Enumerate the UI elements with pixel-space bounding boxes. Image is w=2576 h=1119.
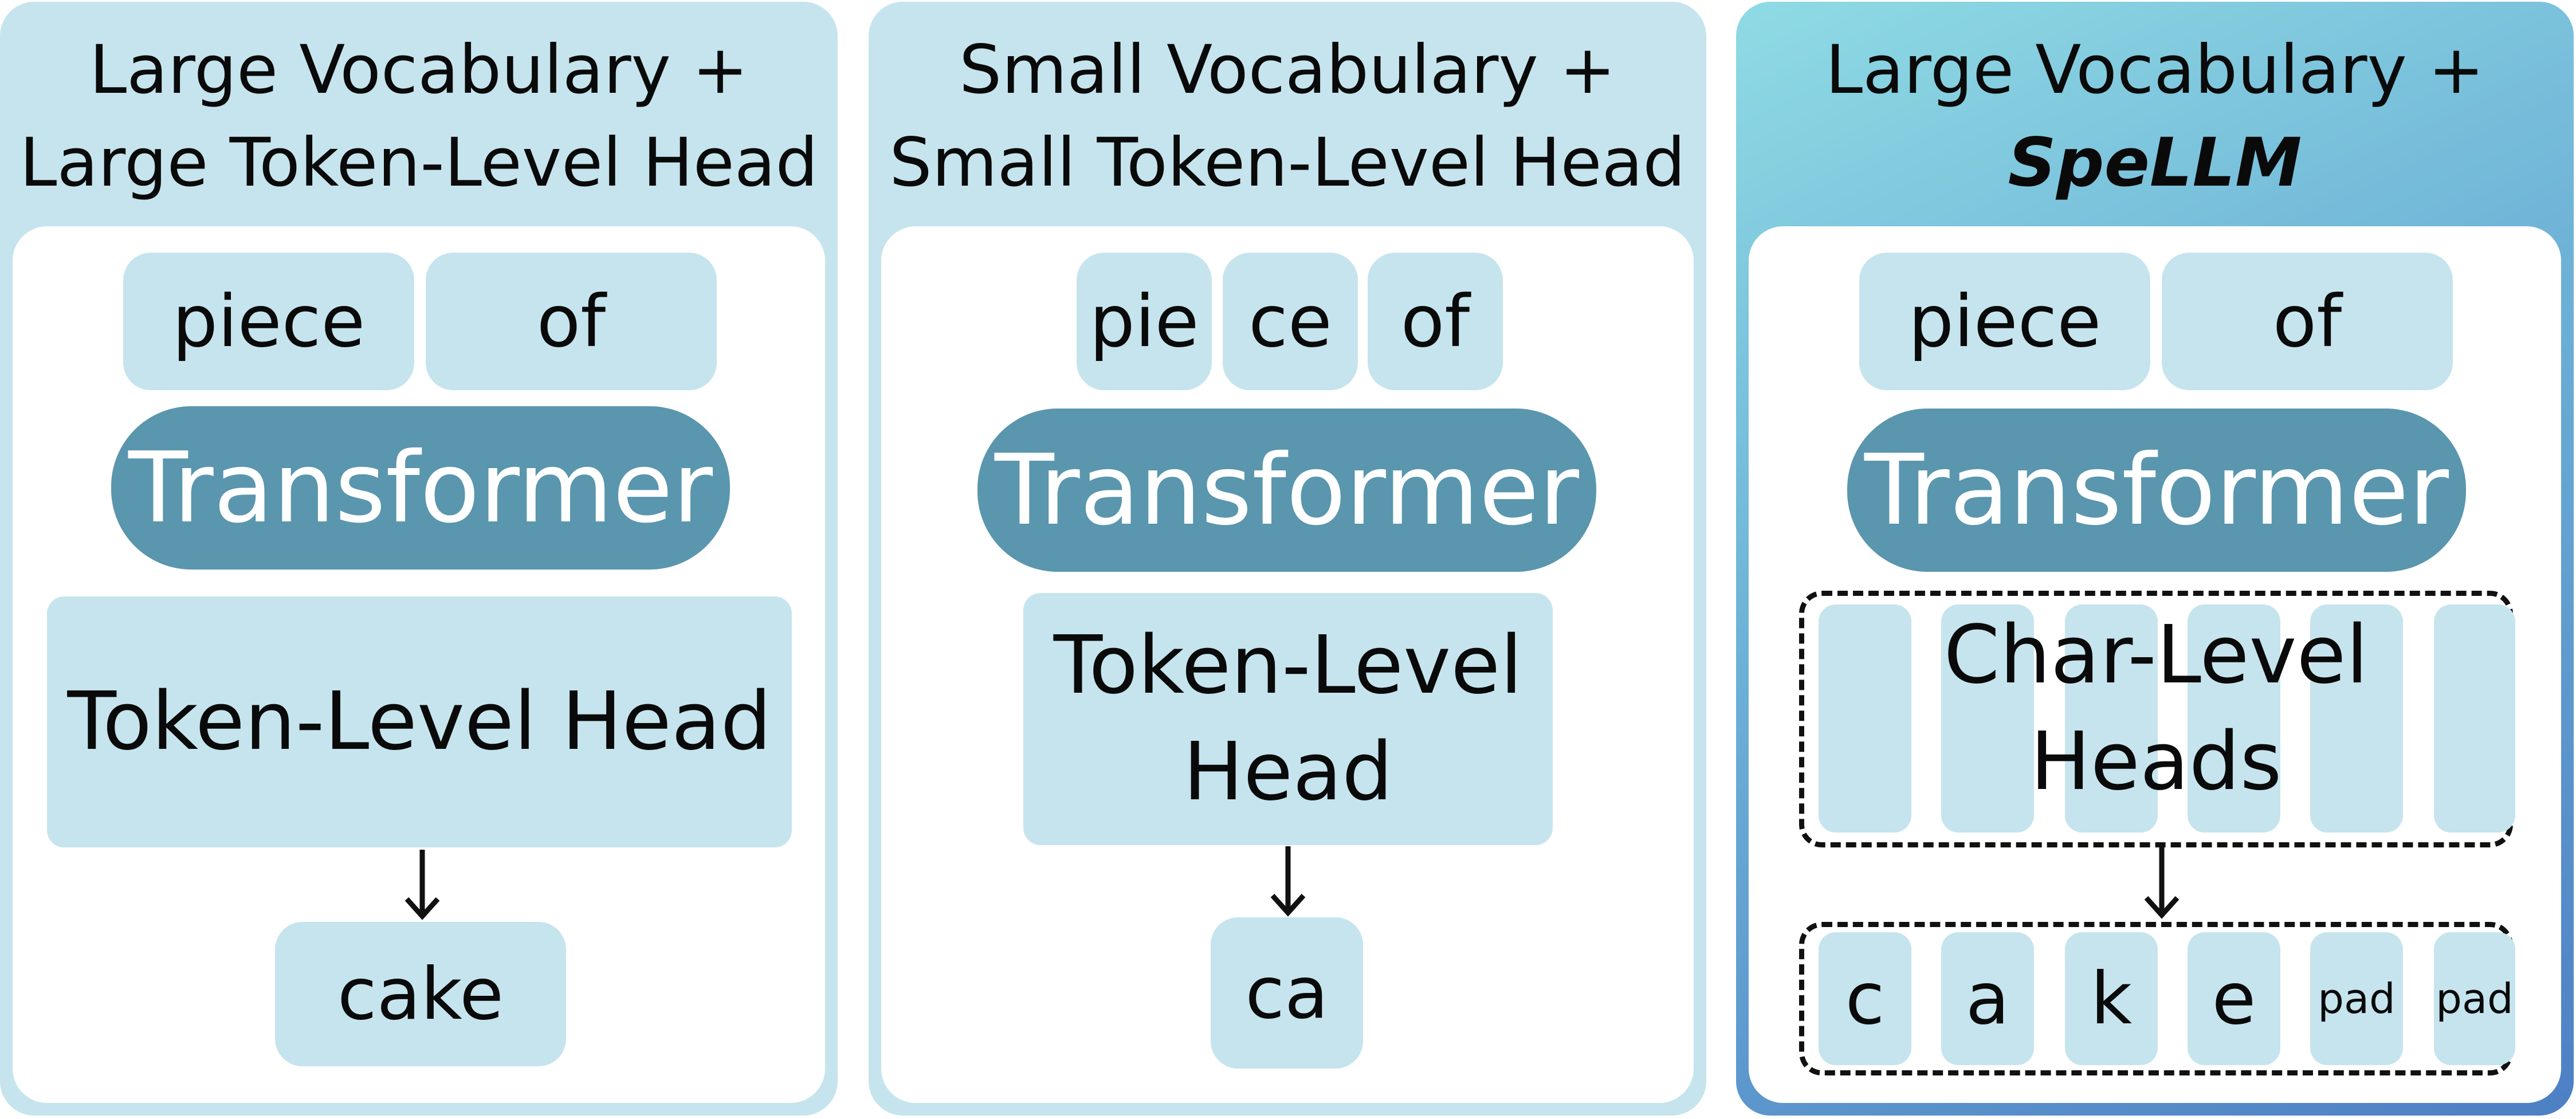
panel-title: Small Vocabulary + Small Token-Level Hea… <box>869 23 1706 209</box>
panel-title-line2: Large Token-Level Head <box>19 123 818 202</box>
char-head-bar <box>2434 604 2515 833</box>
head-label-line2: Heads <box>2030 715 2282 809</box>
output-char: c <box>1819 932 1911 1065</box>
transformer-block: Transformer <box>1847 409 2466 572</box>
input-token: ce <box>1223 253 1358 390</box>
input-token: piece <box>123 253 414 390</box>
head-label-line1: Char-Level <box>1943 608 2369 702</box>
spellm-name: SpeLLM <box>2008 123 2302 202</box>
input-token: of <box>426 253 717 390</box>
char-head-bar <box>1819 604 1911 833</box>
output-token: cake <box>275 922 566 1066</box>
panel-body: pie ce of Transformer Token-Level Head c… <box>881 226 1694 1103</box>
char-head-bar <box>2188 604 2280 833</box>
input-token: piece <box>1859 253 2150 390</box>
char-level-heads-label: Char-Level Heads <box>1799 602 2513 815</box>
input-token: pie <box>1077 253 1212 390</box>
down-arrow-icon <box>1270 846 1306 917</box>
transformer-block: Transformer <box>111 406 730 570</box>
panel-title-line2: Small Token-Level Head <box>889 123 1686 202</box>
panel-spellm: Large Vocabulary + SpeLLM piece of Trans… <box>1736 2 2574 1116</box>
panel-small-vocab-small-head: Small Vocabulary + Small Token-Level Hea… <box>869 2 1706 1116</box>
panel-large-vocab-large-head: Large Vocabulary + Large Token-Level Hea… <box>0 2 838 1116</box>
token-level-head: Token-Level Head <box>47 596 792 847</box>
panel-title-line1: Small Vocabulary + <box>959 30 1616 109</box>
panel-title: Large Vocabulary + Large Token-Level Hea… <box>0 23 838 209</box>
down-arrow-icon <box>2144 846 2180 919</box>
output-token: ca <box>1211 917 1363 1069</box>
head-label-line1: Token-Level <box>1053 618 1523 712</box>
output-char: pad <box>2434 932 2515 1065</box>
char-head-bar <box>1941 604 2034 833</box>
input-token: of <box>1368 253 1503 390</box>
output-char: k <box>2065 932 2158 1065</box>
input-token: of <box>2162 253 2453 390</box>
token-level-head: Token-Level Head <box>1023 593 1553 845</box>
panel-title-line1: Large Vocabulary + <box>1825 30 2485 109</box>
panel-body: piece of Transformer Char-Level Heads c … <box>1749 226 2561 1103</box>
panel-body: piece of Transformer Token-Level Head ca… <box>13 226 825 1103</box>
head-label-line2: Head <box>1183 725 1393 819</box>
char-head-bar <box>2310 604 2403 833</box>
panel-title: Large Vocabulary + SpeLLM <box>1736 23 2574 209</box>
panel-title-line1: Large Vocabulary + <box>89 30 749 109</box>
output-char: pad <box>2310 932 2403 1065</box>
transformer-block: Transformer <box>977 409 1596 572</box>
output-char: a <box>1941 932 2034 1065</box>
char-head-bar <box>2065 604 2158 833</box>
output-char: e <box>2188 932 2280 1065</box>
down-arrow-icon <box>405 850 440 920</box>
